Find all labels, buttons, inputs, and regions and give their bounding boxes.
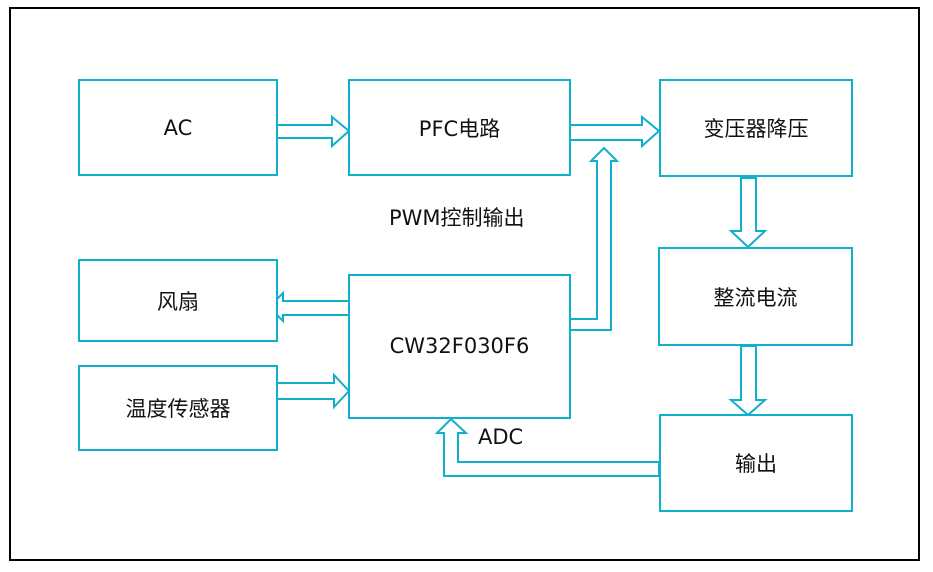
block-mcu-label: CW32F030F6	[389, 333, 530, 358]
block-temp-sensor-label: 温度传感器	[125, 397, 231, 421]
arrow-rectifier-to-output	[728, 345, 768, 417]
arrow-pwm-output	[569, 146, 620, 331]
block-temp-sensor: 温度传感器	[78, 365, 278, 451]
block-mcu: CW32F030F6	[348, 274, 571, 419]
block-rectifier: 整流电流	[658, 247, 853, 346]
block-transformer-label: 变压器降压	[703, 117, 809, 141]
block-pfc: PFC电路	[348, 79, 571, 176]
block-output-label: 输出	[735, 452, 777, 476]
block-ac-label: AC	[163, 115, 193, 140]
diagram-frame	[9, 7, 920, 561]
block-fan-label: 风扇	[157, 289, 199, 314]
arrow-pfc-to-transformer	[569, 114, 661, 149]
block-fan: 风扇	[78, 259, 278, 342]
block-rectifier-label: 整流电流	[713, 285, 798, 310]
arrow-adc-feedback	[434, 417, 660, 477]
block-pfc-label: PFC电路	[418, 116, 501, 141]
block-ac: AC	[78, 79, 278, 176]
block-output: 输出	[659, 414, 853, 512]
arrow-mcu-to-fan	[267, 290, 350, 324]
arrow-ac-to-pfc	[276, 114, 351, 149]
pwm-label: PWM控制输出	[389, 206, 525, 230]
arrow-transformer-to-rectifier	[728, 177, 768, 249]
block-transformer: 变压器降压	[659, 79, 853, 177]
arrow-sensor-to-mcu	[276, 372, 351, 410]
adc-label: ADC	[478, 425, 524, 449]
